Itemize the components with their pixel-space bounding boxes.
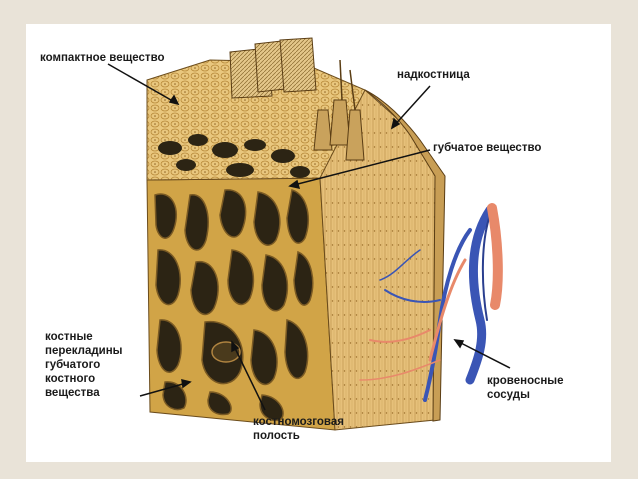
label-marrow-cavity: костномозговая полость [253, 416, 344, 442]
label-blood-vessels: кровеносные сосуды [487, 375, 564, 401]
label-bone-trabeculae: костные перекладины губчатого костного в… [45, 331, 123, 399]
leader-lines [107, 63, 511, 411]
label-compact-substance: компактное вещество [40, 52, 165, 64]
label-spongy-substance: губчатое вещество [433, 142, 542, 154]
blood-vessels [359, 203, 503, 402]
periosteum-layer [364, 89, 446, 422]
label-periosteum: надкостница [397, 69, 470, 81]
trabecular-cavities [154, 189, 314, 422]
top-spongy-cavities [158, 134, 310, 178]
lamellae-sheets [229, 37, 317, 99]
osteon-cylinders [313, 59, 365, 161]
